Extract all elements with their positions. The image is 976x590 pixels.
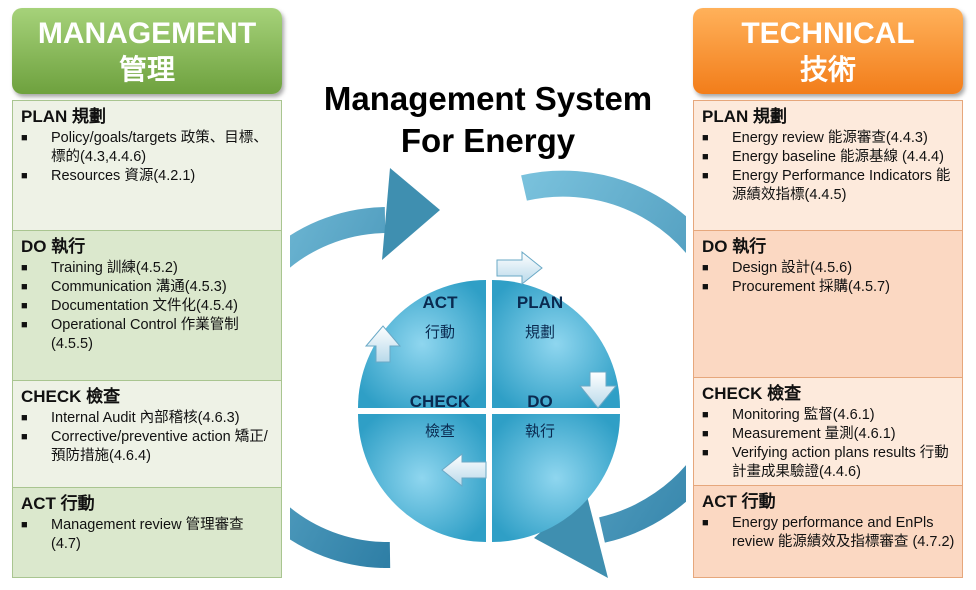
- list-item: Monitoring 監督(4.6.1): [702, 406, 956, 425]
- plan-label-zh: 規劃: [525, 323, 555, 341]
- section-heading: PLAN 規劃: [21, 107, 106, 126]
- list-item: Policy/goals/targets 政策、目標、標的(4.3,4.4.6): [21, 129, 275, 167]
- list-item: Energy performance and EnPls review 能源績效…: [702, 514, 956, 552]
- technical-check-section: CHECK 檢查 Monitoring 監督(4.6.1) Measuremen…: [694, 378, 962, 486]
- section-heading: CHECK 檢查: [702, 384, 802, 403]
- diagram-title: Management System For Energy: [290, 78, 686, 162]
- title-line-1: Management System: [323, 80, 653, 117]
- arrow-up-icon: [364, 325, 402, 363]
- arrow-down-icon: [578, 371, 618, 409]
- check-quadrant: CHECK: [358, 414, 486, 542]
- section-heading: DO 執行: [702, 237, 767, 256]
- list-item: Communication 溝通(4.5.3): [21, 278, 275, 297]
- list-item: Corrective/preventive action 矯正/預防措施(4.6…: [21, 428, 275, 466]
- management-column: PLAN 規劃 Policy/goals/targets 政策、目標、標的(4.…: [12, 100, 282, 578]
- pdca-cycle-diagram: ACT 行動 PLAN 規劃 CHECK CHECK 檢查 DO 執行: [290, 168, 686, 578]
- list-item: Energy baseline 能源基線 (4.4.4): [702, 148, 956, 167]
- act-quadrant: ACT 行動: [358, 280, 486, 408]
- arrow-right-icon: [496, 250, 543, 286]
- plan-quadrant: PLAN 規劃: [492, 280, 620, 408]
- do-label: DO: [527, 392, 553, 411]
- cycle-arrow-right-icon: [521, 170, 686, 578]
- title-line-2: For Energy: [400, 122, 576, 159]
- list-item: Resources 資源(4.2.1): [21, 167, 275, 186]
- do-quadrant: [492, 414, 620, 542]
- management-do-section: DO 執行 Training 訓練(4.5.2) Communication 溝…: [13, 231, 281, 381]
- technical-do-section: DO 執行 Design 設計(4.5.6) Procurement 採購(4.…: [694, 231, 962, 378]
- management-title-en: MANAGEMENT: [37, 17, 257, 50]
- section-heading: ACT 行動: [702, 492, 776, 511]
- check-label-text: CHECK: [410, 392, 471, 411]
- list-item: Internal Audit 內部稽核(4.6.3): [21, 409, 275, 428]
- management-title-zh: 管理: [118, 53, 175, 86]
- section-heading: ACT 行動: [21, 494, 95, 513]
- section-heading: DO 執行: [21, 237, 86, 256]
- management-header: MANAGEMENT 管理: [12, 8, 282, 94]
- list-item: Procurement 採購(4.5.7): [702, 278, 956, 297]
- do-label-zh: 執行: [525, 422, 555, 440]
- technical-plan-section: PLAN 規劃 Energy review 能源審查(4.4.3) Energy…: [694, 101, 962, 231]
- list-item: Verifying action plans results 行動計畫成果驗證(…: [702, 444, 956, 482]
- technical-act-section: ACT 行動 Energy performance and EnPls revi…: [694, 486, 962, 577]
- arrow-left-icon: [441, 452, 487, 488]
- list-item: Operational Control 作業管制 (4.5.5): [21, 316, 275, 354]
- management-act-section: ACT 行動 Management review 管理審查 (4.7): [13, 488, 281, 577]
- management-check-section: CHECK 檢查 Internal Audit 內部稽核(4.6.3) Corr…: [13, 381, 281, 488]
- technical-header: TECHNICAL 技術: [693, 8, 963, 94]
- list-item: Documentation 文件化(4.5.4): [21, 297, 275, 316]
- list-item: Measurement 量測(4.6.1): [702, 425, 956, 444]
- list-item: Training 訓練(4.5.2): [21, 259, 275, 278]
- section-heading: CHECK 檢查: [21, 387, 121, 406]
- list-item: Management review 管理審查 (4.7): [21, 516, 275, 554]
- list-item: Energy review 能源審查(4.4.3): [702, 129, 956, 148]
- technical-title-en: TECHNICAL: [741, 17, 915, 50]
- list-item: Design 設計(4.5.6): [702, 259, 956, 278]
- list-item: Energy Performance Indicators 能源績效指標(4.4…: [702, 167, 956, 205]
- technical-column: PLAN 規劃 Energy review 能源審查(4.4.3) Energy…: [693, 100, 963, 578]
- section-heading: PLAN 規劃: [702, 107, 787, 126]
- technical-title-zh: 技術: [799, 53, 856, 86]
- plan-label: PLAN: [517, 293, 563, 312]
- check-label-zh: 檢查: [425, 422, 455, 440]
- act-label-zh: 行動: [425, 323, 455, 341]
- management-plan-section: PLAN 規劃 Policy/goals/targets 政策、目標、標的(4.…: [13, 101, 281, 231]
- act-label: ACT: [423, 293, 459, 312]
- cycle-arrow-left-icon: [290, 168, 440, 569]
